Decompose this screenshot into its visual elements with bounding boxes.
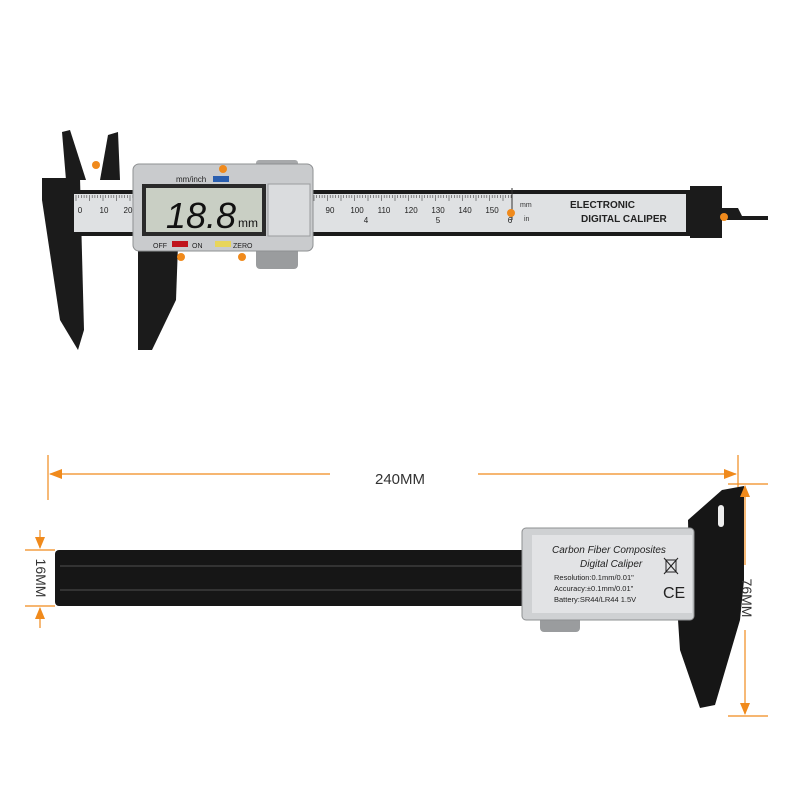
unit-mm: mm [520, 202, 532, 209]
resolution-text: Resolution:0.1mm/0.01" [554, 573, 634, 582]
brand-line1: ELECTRONIC [570, 200, 635, 211]
beam-end [690, 186, 722, 238]
unit-in: in [524, 216, 530, 223]
zero-button[interactable] [215, 241, 231, 247]
scale-label: 130 [431, 206, 445, 215]
callout-dot [177, 253, 185, 261]
length-label: 240MM [375, 471, 425, 488]
callout-dot [507, 209, 515, 217]
on-label: ON [192, 243, 203, 250]
scale-label: 0 [78, 206, 83, 215]
sliding-upper-jaw [100, 132, 120, 180]
depth-rod [720, 208, 768, 220]
weee-bin-icon [663, 557, 679, 575]
beam [55, 550, 535, 606]
callout-dot [238, 253, 246, 261]
scale-label: 140 [458, 206, 472, 215]
scale-label: 110 [378, 206, 391, 215]
accuracy-text: Accuracy:±0.1mm/0.01" [554, 584, 634, 593]
width-label: 16MM [33, 559, 49, 598]
scale-label: 10 [100, 206, 109, 215]
lcd-value: 18.8 [166, 195, 236, 236]
jaw-slot [718, 505, 724, 527]
top-caliper: mm/inch 18.8 mm OFF ON ZERO 0 10 20 90 100 11… [42, 130, 768, 350]
callout-dot [92, 161, 100, 169]
label-title2: Digital Caliper [580, 559, 643, 570]
callout-dot [219, 165, 227, 173]
off-label: OFF [153, 243, 167, 250]
lcd-screen [146, 188, 262, 232]
lock-knob[interactable] [267, 183, 311, 237]
mode-button[interactable] [213, 176, 229, 182]
zero-label: ZERO [233, 243, 253, 250]
thumb-wheel[interactable] [256, 247, 298, 269]
scale-label: 120 [404, 206, 418, 215]
length-dimension [47, 455, 739, 500]
brand-line2: DIGITAL CALIPER [581, 214, 668, 225]
callout-dots [92, 161, 728, 261]
lcd-unit: mm [238, 216, 258, 230]
height-dimension [728, 483, 768, 717]
scale-label: 90 [326, 206, 335, 215]
bottom-caliper: 240MM Carbon Fiber Composites Digital Ca… [25, 455, 768, 717]
battery-text: Battery:SR44/LR44 1.5V [554, 595, 636, 604]
spec-label [532, 535, 692, 613]
scale-label: 6 [508, 216, 513, 225]
sliding-jaw [138, 245, 178, 350]
on-off-button[interactable] [172, 241, 188, 247]
height-label: 76MM [739, 579, 755, 618]
scale-label: 5 [436, 216, 441, 225]
ce-mark: CE [663, 585, 685, 602]
scale-label: 100 [350, 206, 364, 215]
fixed-upper-jaw [62, 130, 86, 180]
mode-label: mm/inch [176, 175, 206, 184]
width-dimension [25, 530, 55, 628]
label-title1: Carbon Fiber Composites [552, 545, 666, 556]
scale-label: 150 [485, 206, 499, 215]
scale-label: 20 [124, 206, 133, 215]
scale-label: 4 [364, 216, 369, 225]
callout-dot [720, 213, 728, 221]
